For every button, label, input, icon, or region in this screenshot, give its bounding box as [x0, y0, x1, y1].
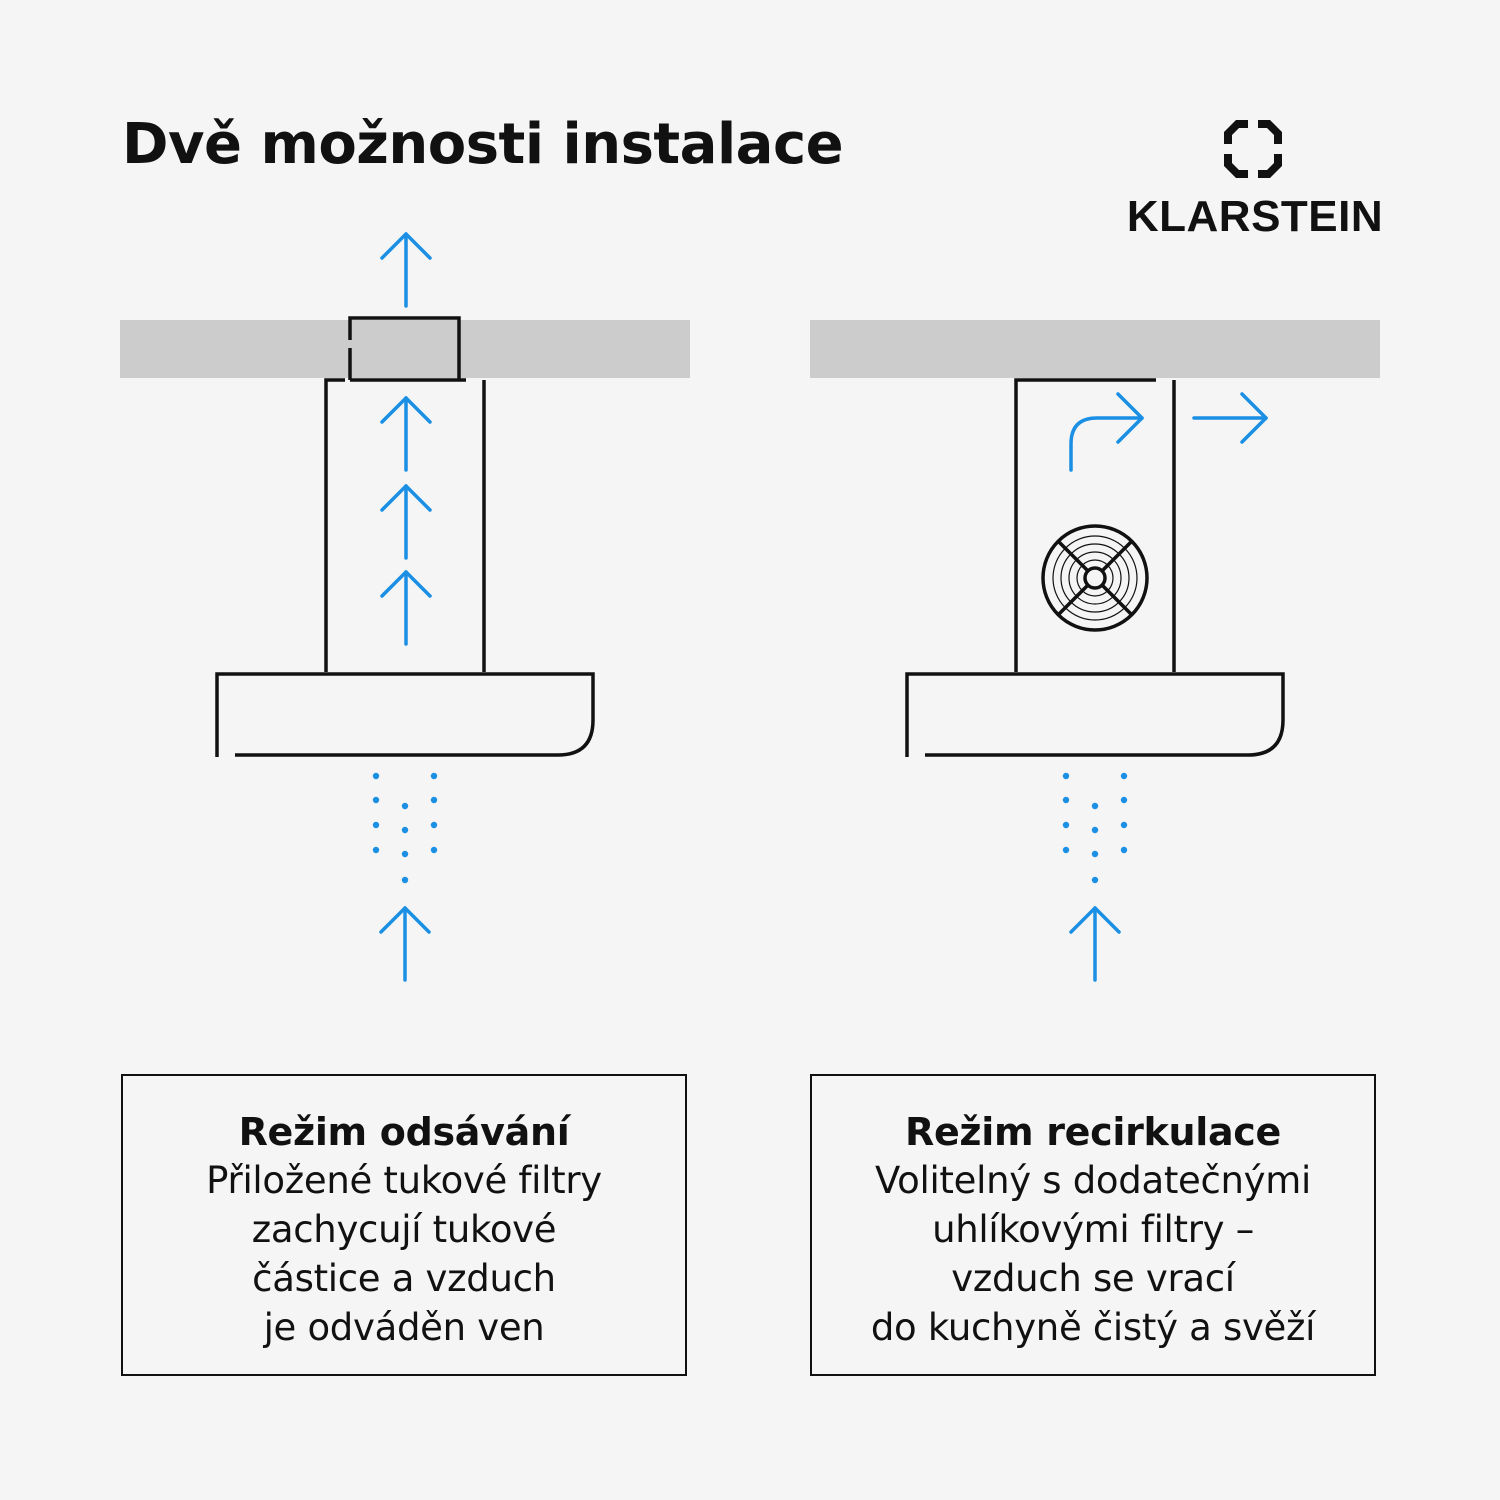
recirculation-mode-card: Režim recirkulace Volitelný s dodatečným…: [810, 1074, 1376, 1376]
air-particles-left: [372, 772, 438, 884]
airflow-arrow-icon: [380, 570, 432, 646]
installation-diagram: [120, 232, 1380, 982]
fan-icon: [1041, 524, 1149, 632]
intake-arrow-icon: [379, 906, 431, 982]
page-title: Dvě možnosti instalace: [122, 112, 844, 177]
outflow-arrow-icon: [1192, 392, 1268, 444]
mode-heading: Režim odsávání: [238, 1110, 570, 1154]
airflow-arrow-icon: [380, 396, 432, 472]
ceiling-right: [810, 320, 1380, 378]
brand-name: KLARSTEIN: [1126, 192, 1384, 241]
hood-body-right: [905, 672, 1285, 757]
chimney-right: [1014, 378, 1156, 672]
hood-body-left: [215, 672, 595, 757]
extraction-hood-diagram: [120, 232, 690, 982]
airflow-arrow-icon: [380, 484, 432, 560]
mode-description: Přiložené tukové filtry zachycují tukové…: [206, 1159, 602, 1349]
air-particles-right: [1062, 772, 1128, 884]
exhaust-arrow-icon: [380, 232, 432, 308]
recirculation-arrow-icon: [1069, 416, 1144, 472]
mode-description: Volitelný s dodatečnými uhlíkovými filtr…: [870, 1159, 1316, 1349]
ceiling-outlet: [348, 316, 461, 380]
brand-logo: KLARSTEIN: [1120, 118, 1390, 248]
mode-heading: Režim recirkulace: [905, 1110, 1281, 1154]
ceiling-left: [120, 320, 690, 378]
chimney-left: [324, 378, 345, 672]
intake-arrow-icon: [1069, 906, 1121, 982]
klarstein-logo-icon: [1224, 120, 1282, 178]
recirculation-hood-diagram: [810, 320, 1380, 982]
extraction-mode-card: Režim odsávání Přiložené tukové filtry z…: [121, 1074, 687, 1376]
